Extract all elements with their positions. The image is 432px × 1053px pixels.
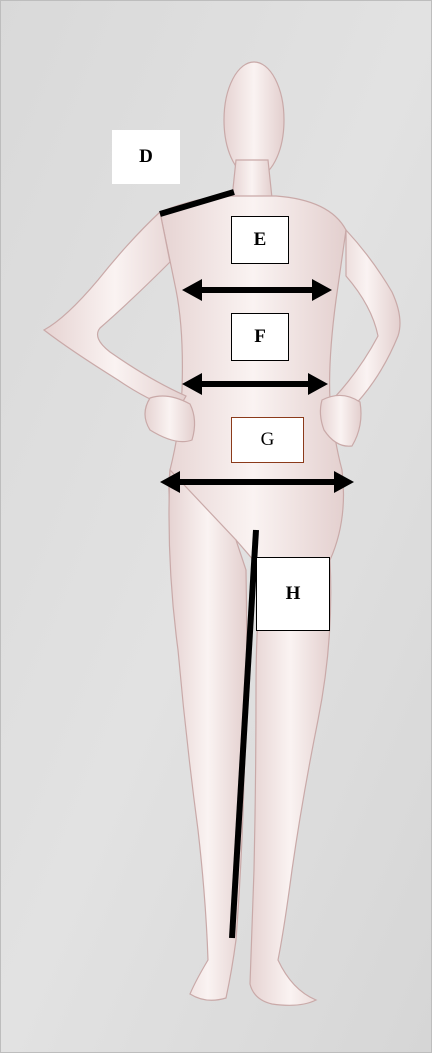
label-f: F bbox=[231, 313, 289, 361]
label-h: H bbox=[256, 557, 330, 631]
label-d: D bbox=[112, 130, 180, 184]
label-g: G bbox=[231, 417, 304, 463]
label-e: E bbox=[231, 216, 289, 264]
